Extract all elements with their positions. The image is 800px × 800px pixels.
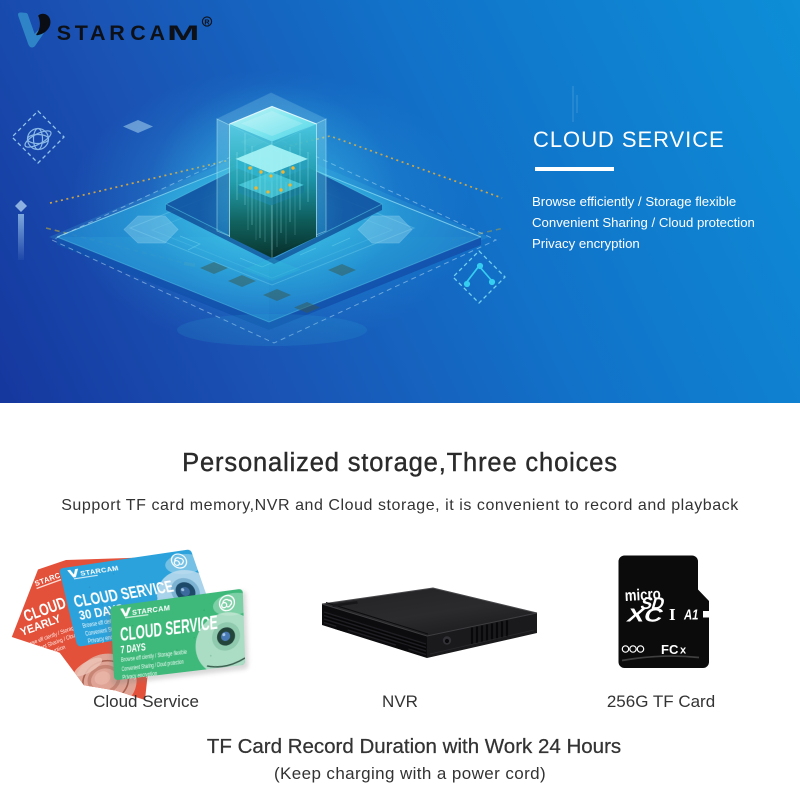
svg-text:STAR: STAR [57,21,129,45]
svg-text:R: R [204,17,210,26]
svg-text:micro: micro [624,586,661,605]
svg-text:M: M [167,21,200,45]
svg-text:CA: CA [130,21,169,45]
svg-text:A1: A1 [683,607,698,624]
svg-text:XC: XC [625,605,666,627]
svg-text:7 DAYS: 7 DAYS [120,642,146,657]
svg-text:I: I [669,605,676,624]
svg-text:FC: FC [661,642,679,657]
svg-text:SD: SD [638,593,666,613]
svg-text:x: x [680,645,687,657]
svg-text:Privacy encryption: Privacy encryption [122,670,157,681]
